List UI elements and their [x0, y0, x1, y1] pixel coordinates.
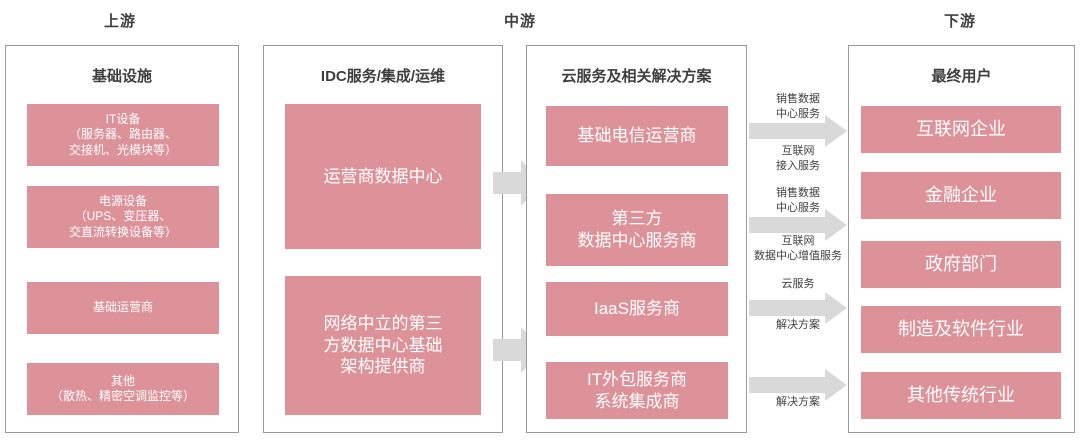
arrow-label-solution-1: 解决方案 — [776, 319, 820, 331]
arrow-to-government — [749, 292, 847, 324]
arrow-label-solution-2: 解决方案 — [776, 396, 820, 408]
box-other-cooling[interactable]: 其他 （散热、精密空调监控等） — [27, 363, 219, 415]
box-neutral-third-party-infra[interactable]: 网络中立的第三 方数据中心基础 架构提供商 — [285, 276, 481, 415]
arrow-to-finance-enterprise — [749, 209, 847, 241]
stage-label-downstream: 下游 — [943, 13, 976, 30]
stage-label-midstream: 中游 — [503, 13, 536, 30]
box-finance-enterprise[interactable]: 金融企业 — [861, 172, 1061, 219]
arrow-to-internet-enterprise — [749, 115, 847, 147]
box-internet-enterprise[interactable]: 互联网企业 — [861, 106, 1061, 153]
column-title-end-user: 最终用户 — [931, 68, 992, 85]
arrow-label-cloud-service: 云服务 — [781, 278, 815, 290]
column-title-idc-service: IDC服务/集成/运维 — [320, 68, 446, 85]
box-third-party-data-center[interactable]: 第三方 数据中心服务商 — [546, 194, 728, 266]
column-title-cloud-service: 云服务及相关解决方案 — [561, 68, 712, 85]
box-operator-data-center[interactable]: 运营商数据中心 — [285, 104, 481, 249]
arrow-label-sales-dc-service-1: 销售数据 中心服务 — [776, 93, 820, 120]
arrow-label-idc-value-added-service: 互联网 数据中心增值服务 — [754, 235, 842, 262]
box-other-traditional-industry[interactable]: 其他传统行业 — [861, 372, 1061, 419]
box-it-equipment[interactable]: IT设备 （服务器、路由器、 交接机、光模块等） — [27, 104, 219, 166]
box-it-outsourcing[interactable]: IT外包服务商 系统集成商 — [546, 362, 728, 419]
box-manufacturing-software[interactable]: 制造及软件行业 — [861, 306, 1061, 353]
stage-label-upstream: 上游 — [103, 13, 136, 30]
column-title-infrastructure: 基础设施 — [91, 68, 152, 85]
box-basic-telecom-operator[interactable]: 基础电信运营商 — [546, 106, 728, 166]
box-basic-operator[interactable]: 基础运营商 — [27, 282, 219, 334]
box-iaas-provider[interactable]: IaaS服务商 — [546, 282, 728, 336]
arrow-to-traditional-industry — [749, 369, 847, 401]
arrow-label-sales-dc-service-2: 销售数据 中心服务 — [776, 187, 820, 214]
box-government-department[interactable]: 政府部门 — [861, 241, 1061, 288]
arrow-label-internet-access-service: 互联网 接入服务 — [776, 145, 820, 172]
box-power-equipment[interactable]: 电源设备 （UPS、变压器、 交直流转换设备等） — [27, 186, 219, 248]
